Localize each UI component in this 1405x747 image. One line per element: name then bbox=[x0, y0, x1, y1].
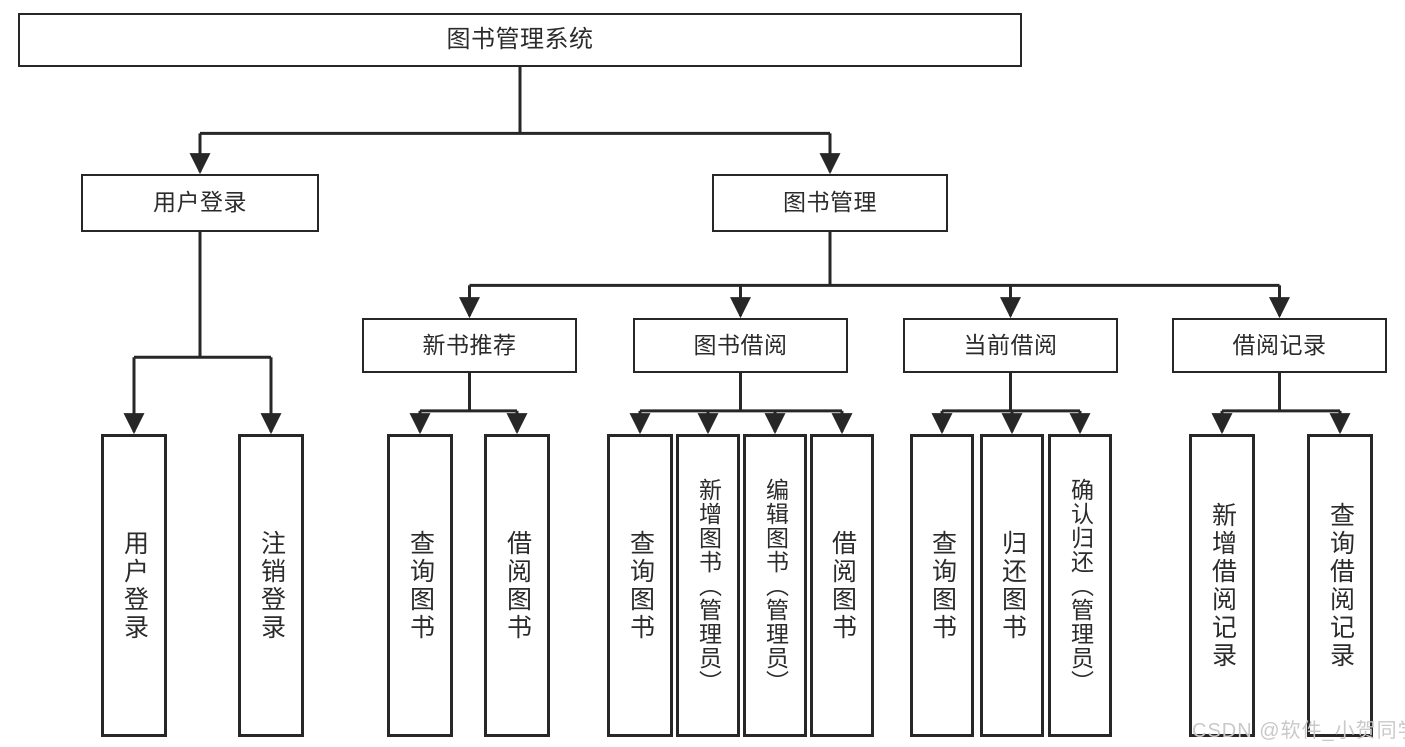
node-leaf-confirm-return[interactable]: 确认归还（管理员） bbox=[1048, 434, 1112, 737]
node-leaf-query-book-1[interactable]: 查询图书 bbox=[387, 434, 453, 737]
node-root-label: 图书管理系统 bbox=[446, 25, 594, 53]
node-new-book-rec[interactable]: 新书推荐 bbox=[362, 318, 577, 373]
node-leaf-borrow-book-2-label: 借阅图书 bbox=[828, 529, 857, 642]
node-leaf-return-book[interactable]: 归还图书 bbox=[980, 434, 1044, 737]
node-leaf-edit-book-label: 编辑图书（管理员） bbox=[762, 477, 789, 694]
node-leaf-logout-label: 注销登录 bbox=[257, 529, 286, 642]
node-leaf-user-login[interactable]: 用户登录 bbox=[101, 434, 167, 737]
node-new-book-rec-label: 新书推荐 bbox=[422, 331, 517, 358]
node-leaf-query-book-2-label: 查询图书 bbox=[626, 529, 655, 642]
node-leaf-query-book-3-label: 查询图书 bbox=[928, 529, 957, 642]
node-book-borrow[interactable]: 图书借阅 bbox=[633, 318, 848, 373]
node-leaf-borrow-book-1-label: 借阅图书 bbox=[503, 529, 532, 642]
node-current-borrow-label: 当前借阅 bbox=[963, 331, 1058, 358]
node-user-login-label: 用户登录 bbox=[153, 189, 247, 216]
node-borrow-record[interactable]: 借阅记录 bbox=[1172, 318, 1387, 373]
node-book-manage[interactable]: 图书管理 bbox=[712, 174, 948, 232]
node-leaf-query-book-1-label: 查询图书 bbox=[406, 529, 435, 642]
node-book-borrow-label: 图书借阅 bbox=[693, 331, 788, 358]
watermark-text: CSDN @软件_小贺同学 bbox=[1192, 720, 1405, 742]
node-leaf-add-book[interactable]: 新增图书（管理员） bbox=[676, 434, 740, 737]
node-leaf-query-book-2[interactable]: 查询图书 bbox=[607, 434, 673, 737]
node-leaf-edit-book[interactable]: 编辑图书（管理员） bbox=[743, 434, 807, 737]
node-borrow-record-label: 借阅记录 bbox=[1232, 331, 1327, 358]
node-leaf-borrow-book-1[interactable]: 借阅图书 bbox=[484, 434, 550, 737]
node-leaf-add-record-label: 新增借阅记录 bbox=[1208, 501, 1237, 670]
node-current-borrow[interactable]: 当前借阅 bbox=[903, 318, 1118, 373]
node-book-manage-label: 图书管理 bbox=[783, 189, 877, 216]
node-leaf-return-book-label: 归还图书 bbox=[998, 529, 1027, 642]
node-leaf-logout[interactable]: 注销登录 bbox=[238, 434, 304, 737]
node-leaf-query-record[interactable]: 查询借阅记录 bbox=[1307, 434, 1373, 737]
node-user-login[interactable]: 用户登录 bbox=[81, 174, 319, 232]
node-leaf-user-login-label: 用户登录 bbox=[120, 529, 149, 642]
node-leaf-add-book-label: 新增图书（管理员） bbox=[695, 477, 722, 694]
node-leaf-query-book-3[interactable]: 查询图书 bbox=[910, 434, 974, 737]
node-leaf-borrow-book-2[interactable]: 借阅图书 bbox=[810, 434, 874, 737]
node-leaf-add-record[interactable]: 新增借阅记录 bbox=[1189, 434, 1255, 737]
node-leaf-confirm-return-label: 确认归还（管理员） bbox=[1067, 477, 1094, 694]
node-leaf-query-record-label: 查询借阅记录 bbox=[1326, 501, 1355, 670]
node-root[interactable]: 图书管理系统 bbox=[18, 13, 1022, 67]
